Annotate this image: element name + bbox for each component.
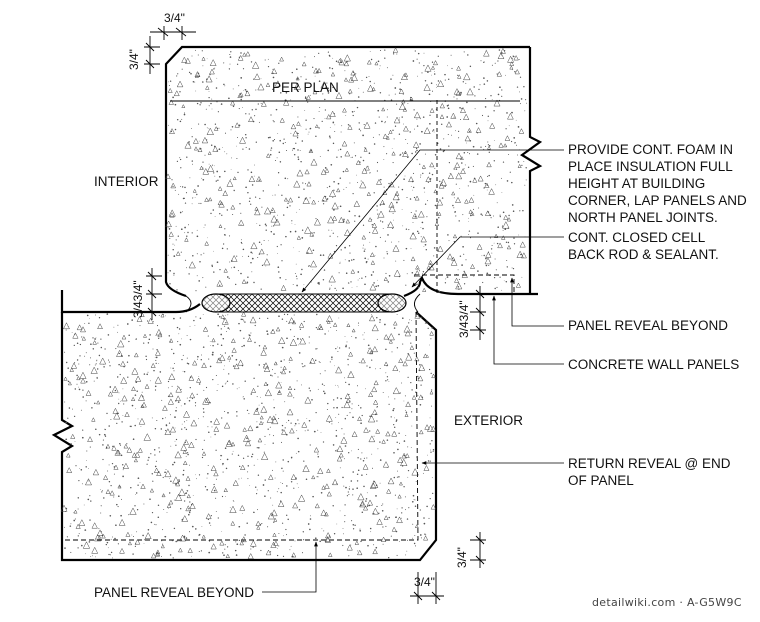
foam-note-line: CORNER, LAP PANELS AND	[568, 193, 747, 208]
concrete-stipple	[60, 311, 437, 560]
foam-note-line: HEIGHT AT BUILDING	[568, 176, 705, 191]
exterior-label: EXTERIOR	[454, 413, 523, 428]
panel-joint	[185, 293, 421, 313]
upper-concrete-panel	[164, 45, 543, 298]
concrete-wall-panels-label: CONCRETE WALL PANELS	[568, 357, 739, 372]
per-plan-label: PER PLAN	[272, 80, 339, 95]
watermark: detailwiki.com · A-G5W9C	[592, 596, 742, 609]
panel-reveal-right-label: PANEL REVEAL BEYOND	[568, 318, 728, 333]
backrod-note-line: BACK ROD & SEALANT.	[568, 247, 719, 262]
dim-top-width: 3/4"	[164, 11, 185, 25]
foam-note-line: PLACE INSULATION FULL	[568, 159, 733, 174]
dim-bottom-height: 3/4"	[455, 547, 469, 568]
return-reveal-note: RETURN REVEAL @ END OF PANEL	[568, 456, 731, 488]
foam-insulation-note: PROVIDE CONT. FOAM IN PLACE INSULATION F…	[568, 142, 747, 225]
dim-top-height: 3/4"	[127, 49, 141, 70]
interior-label: INTERIOR	[94, 174, 159, 189]
return-reveal-line: OF PANEL	[568, 473, 634, 488]
dimension-joint-right: 3/43/4"	[457, 286, 486, 340]
return-reveal-line: RETURN REVEAL @ END	[568, 456, 731, 471]
dim-joint-left: 3/43/4"	[131, 280, 145, 318]
leaders	[262, 149, 564, 593]
backrod-note: CONT. CLOSED CELL BACK ROD & SEALANT.	[568, 230, 719, 262]
lower-concrete-panel	[51, 290, 438, 562]
dimension-bottom-chamfer: 3/4" 3/4"	[410, 532, 486, 604]
backrod-note-line: CONT. CLOSED CELL	[568, 230, 706, 245]
panel-reveal-bottom-label: PANEL REVEAL BEYOND	[94, 585, 254, 600]
dimension-top-chamfer: 3/4" 3/4"	[127, 11, 196, 74]
foam-note-line: NORTH PANEL JOINTS.	[568, 210, 718, 225]
concrete-stipple	[165, 47, 528, 293]
dim-joint-right: 3/43/4"	[457, 300, 471, 338]
foam-note-line: PROVIDE CONT. FOAM IN	[568, 142, 733, 157]
dimension-joint-left: 3/43/4"	[131, 268, 162, 320]
dim-bottom-width: 3/4"	[414, 575, 435, 589]
